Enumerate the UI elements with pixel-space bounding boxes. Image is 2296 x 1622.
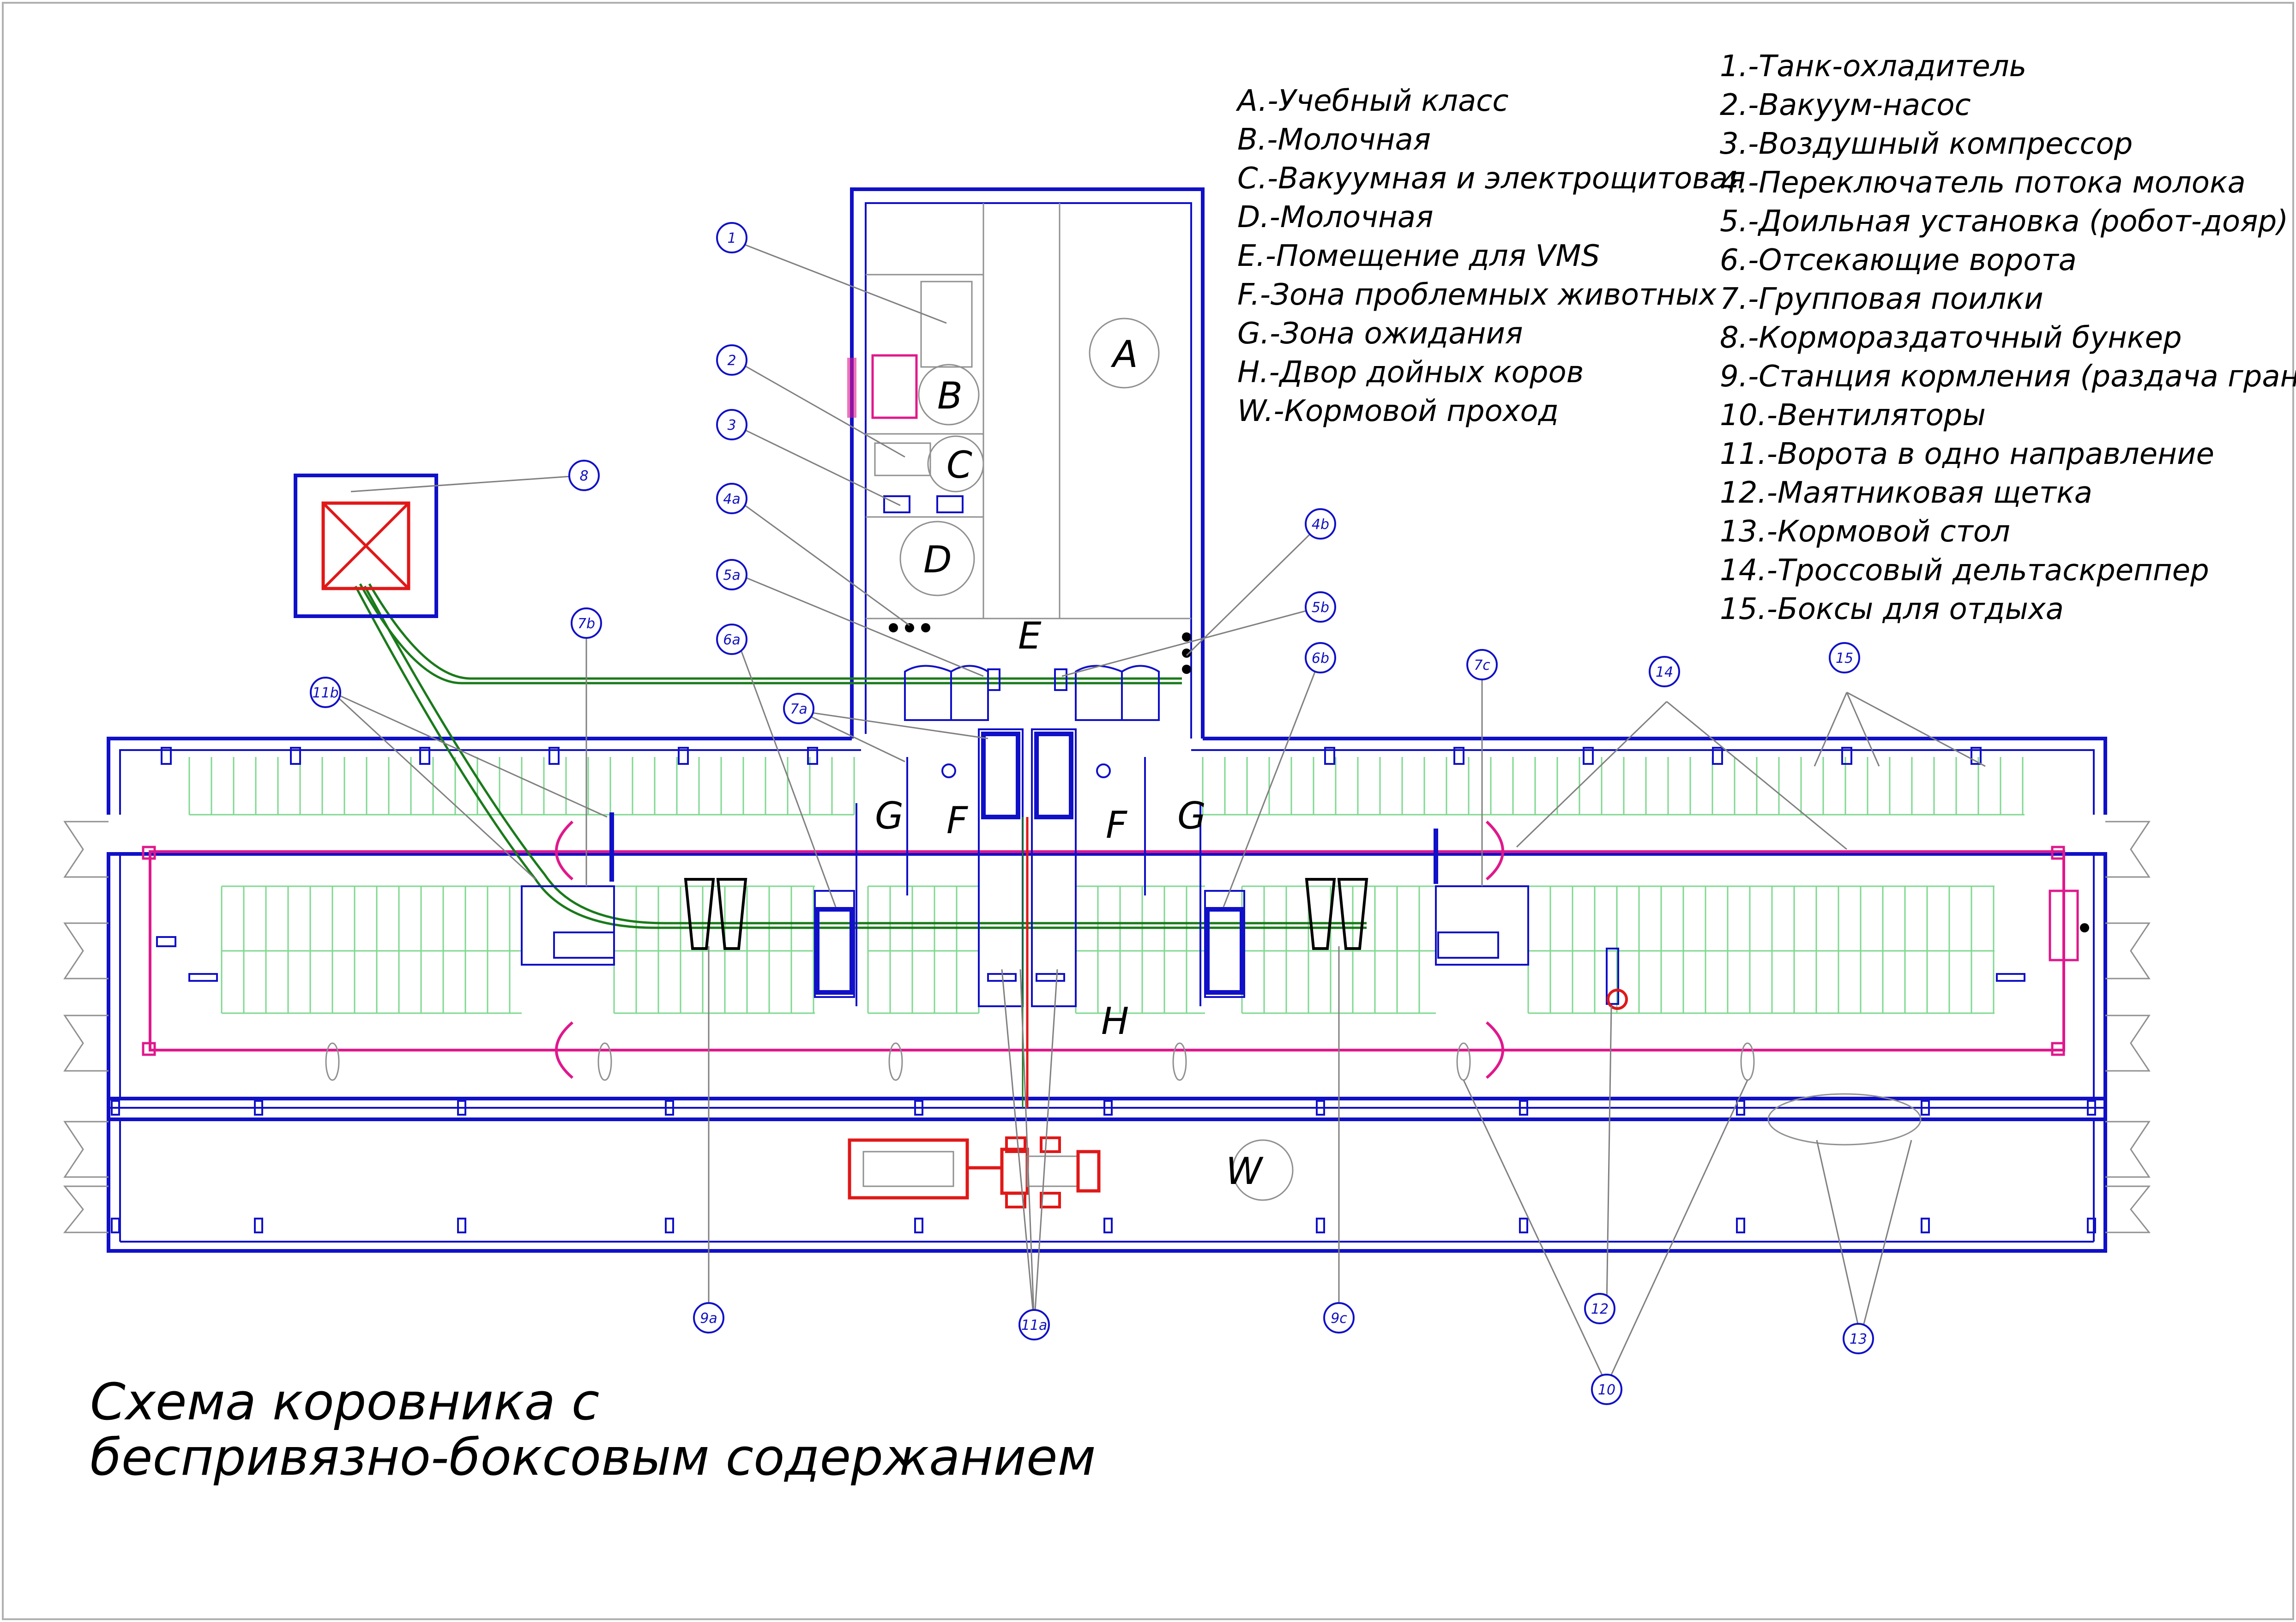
rest-boxes bbox=[111, 747, 2096, 1233]
svg-text:3: 3 bbox=[727, 417, 736, 433]
callout-7c: 7c bbox=[1466, 649, 1498, 680]
svg-text:7c: 7c bbox=[1474, 657, 1490, 673]
legend-letter-item: D.-Молочная bbox=[1237, 200, 1434, 234]
svg-text:14: 14 bbox=[1656, 664, 1673, 680]
legend-number-item: 12.-Маятниковая щетка bbox=[1720, 476, 2092, 510]
zone-f-right-label: F bbox=[1106, 804, 1127, 847]
svg-text:6a: 6a bbox=[723, 632, 740, 648]
callout-8: 8 bbox=[568, 460, 600, 491]
legend-number-item: 11.-Ворота в одно направление bbox=[1720, 437, 2214, 471]
svg-text:4b: 4b bbox=[1312, 517, 1329, 533]
legend-number-item: 8.-Кормораздаточный бункер bbox=[1720, 321, 2182, 355]
callout-12: 12 bbox=[1584, 1293, 1615, 1324]
legend-number-item: 5.-Доильная установка (робот-дояр) bbox=[1720, 204, 2288, 239]
legend-letter-item: B.-Молочная bbox=[1237, 123, 1431, 157]
legend-letter-item: E.-Помещение для VMS bbox=[1237, 239, 1600, 273]
vms-equipment bbox=[814, 665, 1245, 1108]
zone-f-left-label: F bbox=[946, 799, 968, 842]
legend-number-item: 3.-Воздушный компрессор bbox=[1720, 127, 2133, 161]
callout-2: 2 bbox=[716, 344, 747, 376]
legend-letter-item: H.-Двор дойных коров bbox=[1237, 355, 1584, 390]
svg-text:2: 2 bbox=[727, 353, 736, 369]
callout-9a: 9a bbox=[693, 1302, 724, 1334]
svg-text:13: 13 bbox=[1850, 1331, 1867, 1347]
legend-letter-item: G.-Зона ожидания bbox=[1237, 317, 1523, 351]
legend-number-item: 13.-Кормовой стол bbox=[1720, 515, 2010, 549]
callout-7a: 7a bbox=[783, 693, 814, 724]
callout-1: 1 bbox=[716, 222, 747, 253]
svg-text:11a: 11a bbox=[1021, 1317, 1048, 1334]
zone-c-label: C bbox=[946, 444, 972, 487]
legend-number-item: 9.-Станция кормления (раздача гранул) bbox=[1720, 360, 2296, 394]
feed-hopper bbox=[294, 474, 438, 618]
main-barn bbox=[63, 737, 2151, 1253]
feed-pipes bbox=[354, 583, 1367, 929]
legend-letter-item: A.-Учебный класс bbox=[1235, 84, 1509, 118]
zone-g-left-label: G bbox=[875, 794, 904, 837]
svg-text:7a: 7a bbox=[790, 701, 807, 717]
callout-11a: 11a bbox=[1018, 1309, 1050, 1340]
drawing-title-line-1: Схема коровника с bbox=[90, 1372, 599, 1431]
svg-text:1: 1 bbox=[727, 230, 736, 246]
legend-number-item: 10.-Вентиляторы bbox=[1720, 398, 1986, 433]
callout-4b: 4b bbox=[1305, 508, 1336, 540]
callout-10: 10 bbox=[1591, 1374, 1622, 1405]
svg-text:4a: 4a bbox=[723, 491, 740, 507]
legend-letter-item: C.-Вакуумная и электрощитовая bbox=[1237, 162, 1746, 196]
svg-text:12: 12 bbox=[1591, 1301, 1609, 1317]
svg-text:5a: 5a bbox=[723, 567, 740, 583]
zone-h-label: H bbox=[1101, 1000, 1129, 1043]
svg-text:9a: 9a bbox=[700, 1310, 717, 1327]
legend-numbers: 1.-Танк-охладитель 2.-Вакуум-насос 3.-Возд… bbox=[1720, 49, 2296, 626]
legend-number-item: 6.-Отсекающие ворота bbox=[1720, 243, 2077, 277]
svg-text:15: 15 bbox=[1836, 650, 1853, 667]
service-block bbox=[847, 187, 1205, 739]
callouts: 1 2 3 4a 5a 6a 7a 4b 5b 6b 8 7b 11b 7c 1… bbox=[310, 222, 1874, 1405]
svg-text:8: 8 bbox=[579, 468, 588, 484]
callout-4a: 4a bbox=[716, 483, 747, 514]
legend-number-item: 2.-Вакуум-насос bbox=[1720, 88, 1971, 122]
legend-number-item: 1.-Танк-охладитель bbox=[1720, 49, 2026, 84]
zone-e-label: E bbox=[1018, 614, 1042, 657]
callout-13: 13 bbox=[1843, 1323, 1874, 1354]
callout-11b: 11b bbox=[310, 677, 341, 708]
callout-6a: 6a bbox=[716, 624, 747, 655]
legend-number-item: 14.-Троссовый дельтаскреппер bbox=[1720, 553, 2209, 588]
callout-7b: 7b bbox=[571, 607, 602, 639]
zone-d-label: D bbox=[923, 538, 952, 581]
legend-letter-item: W.-Кормовой проход bbox=[1237, 394, 1559, 428]
callout-5b: 5b bbox=[1305, 591, 1336, 623]
zone-a-label: A bbox=[1110, 333, 1138, 376]
svg-text:10: 10 bbox=[1598, 1382, 1615, 1398]
svg-text:7b: 7b bbox=[578, 616, 595, 632]
callout-15: 15 bbox=[1829, 642, 1860, 673]
legend-letters: A.-Учебный классB.-МолочнаяC.-Вакуумная … bbox=[1235, 84, 1746, 428]
svg-text:5b: 5b bbox=[1312, 600, 1329, 616]
callout-6b: 6b bbox=[1305, 642, 1336, 673]
drawing-title-line-2: беспривязно-боксовым содержанием bbox=[90, 1428, 1096, 1487]
zone-b-label: B bbox=[937, 374, 963, 417]
zone-w-label: W bbox=[1226, 1150, 1264, 1193]
legend-letter-item: F.-Зона проблемных животных bbox=[1237, 278, 1717, 312]
legend-number-item: 7.-Групповая поилки bbox=[1720, 282, 2043, 316]
svg-text:6b: 6b bbox=[1312, 650, 1329, 667]
svg-text:11b: 11b bbox=[312, 685, 338, 701]
delta-scraper-rail bbox=[142, 820, 2079, 1079]
leader-lines bbox=[331, 241, 1986, 1385]
callout-9c: 9c bbox=[1323, 1302, 1355, 1334]
callout-5a: 5a bbox=[716, 559, 747, 590]
feed-tractor bbox=[848, 1136, 1101, 1208]
legend-number-item: 4.-Переключатель потока молока bbox=[1720, 166, 2246, 200]
legend-number-item: 15.-Боксы для отдыха bbox=[1720, 592, 2064, 626]
zone-g-right-label: G bbox=[1177, 794, 1206, 837]
callout-3: 3 bbox=[716, 409, 747, 440]
callout-14: 14 bbox=[1649, 656, 1680, 687]
fans bbox=[325, 1042, 1922, 1201]
svg-text:9c: 9c bbox=[1331, 1310, 1347, 1327]
